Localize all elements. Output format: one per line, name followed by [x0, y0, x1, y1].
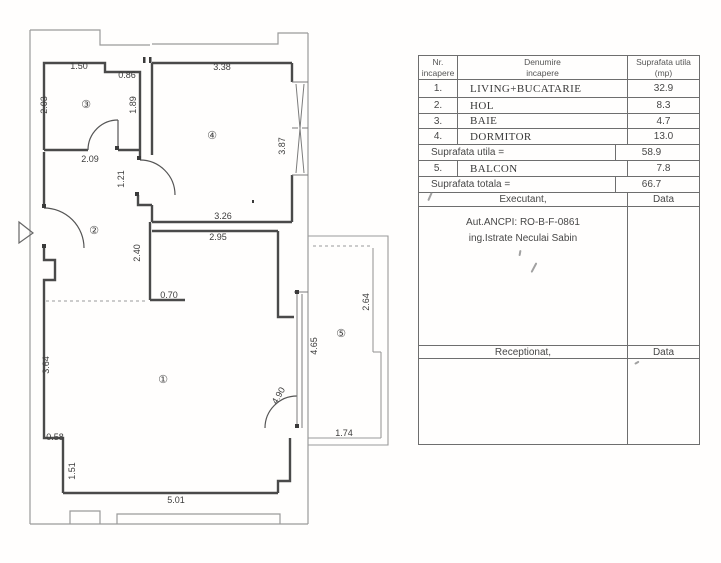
total-label: Suprafata totala = — [419, 177, 616, 192]
row-area: 13.0 — [653, 131, 674, 142]
row-area: 7.8 — [656, 163, 671, 174]
table-row: 3. BAIE 4.7 — [419, 114, 699, 129]
empty-cell — [419, 359, 628, 445]
row-area: 8.3 — [656, 100, 671, 111]
dimension-label: 4.65 — [309, 337, 319, 355]
outer-boundary-lines — [29, 29, 309, 525]
dimension-label: 2.40 — [132, 244, 142, 262]
dimension-label: 1.50 — [70, 61, 88, 71]
dashed-boundaries — [46, 245, 372, 302]
table-row: 2. HOL 8.3 — [419, 98, 699, 114]
row-name: BALCON — [458, 161, 628, 176]
empty-cell — [628, 359, 699, 445]
header-nr-incapere: Nr.incapere — [419, 56, 458, 79]
room-number-baie: ③ — [81, 98, 91, 111]
dimension-label: 0.70 — [160, 290, 178, 300]
room-number-labels: ① ② ③ ④ ⑤ — [81, 98, 346, 386]
table-row: 4. DORMITOR 13.0 — [419, 129, 699, 145]
table-row: 5. BALCON 7.8 — [419, 161, 699, 177]
baie-door-arc — [87, 119, 119, 151]
dimension-label: 2.95 — [209, 232, 227, 242]
total-row: Suprafata totala = 66.7 — [419, 177, 699, 193]
executant-label: Executant, — [419, 193, 628, 206]
row-name: DORMITOR — [458, 129, 628, 144]
dimension-label: 2.03 — [39, 96, 49, 114]
signature-row: Aut.ANCPI: RO-B-F-0861 ing.Istrate Necul… — [419, 207, 699, 346]
receptionat-row: Receptionat, Data — [419, 346, 699, 359]
executant-data-label: Data — [652, 194, 675, 205]
dimension-label: 5.01 — [167, 495, 185, 505]
row-area: 32.9 — [653, 83, 674, 94]
dimension-label: 1.89 — [128, 96, 138, 114]
dimension-label: 3.87 — [277, 137, 287, 155]
row-name: BAIE — [458, 114, 628, 128]
dimension-label: 3.26 — [214, 211, 232, 221]
receptionat-data-label: Data — [652, 346, 675, 358]
balcony-walls — [308, 235, 389, 446]
dimension-label: 3.38 — [213, 62, 231, 72]
dimension-label: 2.64 — [361, 293, 371, 311]
dimension-label: 1.74 — [335, 428, 353, 438]
entrance-arrow-icon — [18, 220, 35, 245]
entrance-door-arc — [43, 207, 85, 249]
dimension-label: 1.51 — [67, 462, 77, 480]
dormitor-door-arc — [139, 159, 176, 196]
room-number-hol: ② — [89, 224, 99, 237]
room-number-balcon: ⑤ — [336, 327, 346, 340]
row-name: HOL — [458, 98, 628, 113]
dimension-label: 3.64 — [41, 356, 51, 374]
receptionat-label: Receptionat, — [419, 346, 628, 358]
room-number-dormitor: ④ — [207, 129, 217, 142]
row-nr: 5. — [419, 161, 458, 176]
dimension-label: 0.86 — [118, 70, 136, 80]
empty-bottom-row — [419, 359, 699, 445]
row-nr: 3. — [419, 114, 458, 128]
subtotal-value: 58.9 — [641, 147, 662, 158]
row-nr: 4. — [419, 129, 458, 144]
window-symbols — [292, 81, 308, 428]
subtotal-label: Suprafata utila = — [419, 145, 616, 160]
dimension-label: 2.09 — [81, 154, 99, 164]
row-nr: 1. — [419, 80, 458, 97]
engineer-name: ing.Istrate Neculai Sabin — [468, 233, 578, 244]
dimension-label: 1.21 — [116, 170, 126, 188]
signature-data-cell — [628, 207, 699, 345]
room-number-living: ① — [158, 373, 168, 386]
row-name: LIVING+BUCATARIE — [458, 80, 628, 97]
header-suprafata: Suprafata utila(mp) — [636, 57, 691, 78]
subtotal-row: Suprafata utila = 58.9 — [419, 145, 699, 161]
hinge-marks — [42, 57, 299, 428]
balcony-door-arc — [264, 395, 298, 429]
door-arcs — [43, 119, 298, 429]
row-nr: 2. — [419, 98, 458, 113]
dimension-labels: 1.50 0.86 2.03 1.89 2.09 3.38 3.87 1.21 … — [39, 61, 371, 505]
dimension-label: 0.58 — [46, 432, 64, 442]
row-area: 4.7 — [656, 115, 671, 127]
signature-cell: Aut.ANCPI: RO-B-F-0861 ing.Istrate Necul… — [419, 207, 628, 345]
dimension-label: 4.90 — [270, 385, 287, 405]
floor-plan: 1.50 0.86 2.03 1.89 2.09 3.38 3.87 1.21 … — [18, 29, 389, 525]
table-row: 1. LIVING+BUCATARIE 32.9 — [419, 80, 699, 98]
interior-walls — [42, 61, 294, 495]
executant-row: Executant, Data — [419, 193, 699, 207]
authorization-line: Aut.ANCPI: RO-B-F-0861 — [466, 217, 580, 228]
total-value: 66.7 — [641, 179, 662, 190]
